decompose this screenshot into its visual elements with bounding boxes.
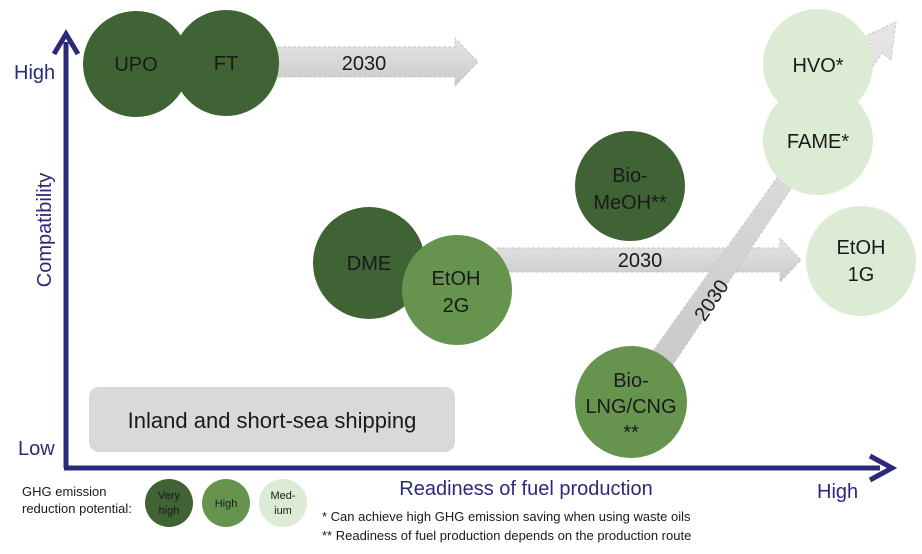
legend: GHG emission reduction potential: Very h…: [22, 479, 307, 527]
svg-text:Bio-: Bio-: [613, 370, 649, 392]
fuel-dme: DME: [313, 207, 425, 319]
svg-text:FAME*: FAME*: [787, 131, 849, 153]
svg-text:LNG/CNG: LNG/CNG: [585, 396, 676, 418]
svg-text:EtOH: EtOH: [432, 268, 481, 290]
svg-text:Bio-: Bio-: [612, 165, 648, 187]
svg-text:High: High: [215, 498, 238, 510]
fuel-ft: FT: [173, 10, 279, 116]
fuel-etoh-1g: EtOH 1G: [806, 206, 916, 316]
svg-text:EtOH: EtOH: [837, 237, 886, 259]
fuel-upo: UPO: [83, 11, 189, 117]
y-axis-label: Compatibility: [34, 173, 56, 287]
y-axis-high: High: [14, 62, 55, 84]
svg-text:FT: FT: [214, 53, 238, 75]
legend-high: High: [202, 479, 250, 527]
legend-medium: Med- ium: [259, 479, 307, 527]
svg-text:UPO: UPO: [114, 54, 157, 76]
legend-title-line2: reduction potential:: [22, 501, 132, 516]
axes: [51, 29, 898, 483]
fuel-bio-meoh: Bio- MeOH**: [575, 131, 685, 241]
arrow-middle-2030: 2030: [496, 236, 802, 284]
svg-text:Very: Very: [158, 490, 181, 502]
x-axis-high: High: [817, 481, 858, 503]
x-axis-arrowhead: [868, 453, 898, 483]
scope-box-label: Inland and short-sea shipping: [128, 408, 417, 433]
scope-box: [89, 387, 455, 452]
legend-title-line1: GHG emission: [22, 484, 107, 499]
svg-text:MeOH**: MeOH**: [593, 192, 667, 214]
svg-text:ium: ium: [274, 505, 292, 517]
svg-text:HVO*: HVO*: [792, 55, 843, 77]
svg-text:DME: DME: [347, 253, 391, 275]
fuel-bio-lng-cng: Bio- LNG/CNG **: [575, 346, 687, 458]
fuel-fame: FAME*: [763, 85, 873, 195]
fuel-etoh-2g: EtOH 2G: [402, 235, 512, 345]
y-axis-low: Low: [18, 438, 55, 460]
svg-text:**: **: [623, 422, 639, 444]
arrow-top-2030: 2030: [257, 36, 479, 88]
svg-text:high: high: [159, 505, 180, 517]
footnote-2: ** Readiness of fuel production depends …: [322, 528, 691, 543]
y-axis-arrowhead: [51, 29, 81, 56]
x-axis-label: Readiness of fuel production: [399, 478, 653, 500]
fuel-hvo: HVO*: [763, 9, 873, 119]
arrow-middle-label: 2030: [618, 250, 663, 272]
arrow-top-label: 2030: [342, 53, 387, 75]
svg-text:1G: 1G: [848, 264, 875, 286]
svg-text:2G: 2G: [443, 295, 470, 317]
svg-text:Med-: Med-: [270, 490, 295, 502]
legend-very-high: Very high: [145, 479, 193, 527]
footnote-1: * Can achieve high GHG emission saving w…: [322, 509, 691, 524]
